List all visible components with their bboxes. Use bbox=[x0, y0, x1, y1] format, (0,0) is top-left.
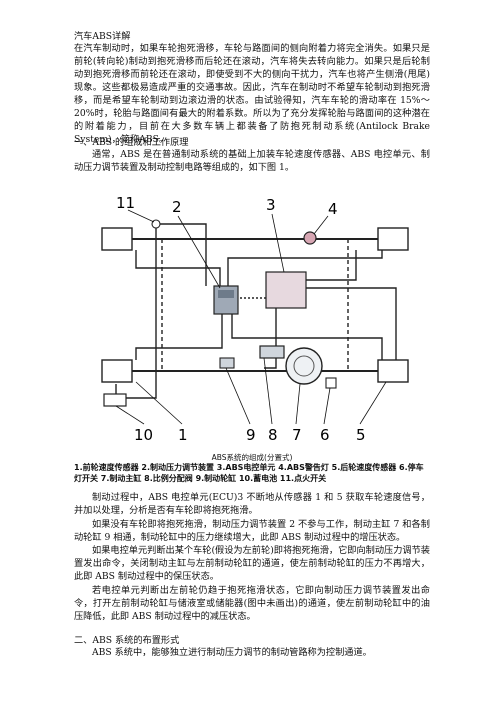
section2-heading: 二、ABS 系统的布置形式 bbox=[74, 635, 180, 646]
callout-2: 2 bbox=[172, 198, 182, 216]
callout-leader-9 bbox=[225, 367, 251, 425]
callout-1: 1 bbox=[178, 426, 188, 444]
section2-paragraph: ABS 系统中，能够独立进行制动压力调节的制动管路称为控制通道。 bbox=[92, 647, 372, 658]
callout-6: 6 bbox=[320, 426, 330, 444]
battery bbox=[103, 393, 127, 407]
brake-booster bbox=[285, 347, 323, 385]
callout-4: 4 bbox=[328, 200, 338, 218]
callout-leader-5 bbox=[359, 381, 387, 425]
ecu-unit bbox=[265, 271, 307, 309]
master-cylinder bbox=[259, 345, 285, 359]
callout-7: 7 bbox=[292, 426, 302, 444]
callout-leader-4 bbox=[313, 215, 329, 235]
callout-leader-6 bbox=[323, 387, 331, 425]
section1-paragraph: 通常，ABS 是在普通制动系统的基础上加装车轮速度传感器、ABS 电控单元、制动… bbox=[74, 149, 430, 173]
brake-light-switch bbox=[325, 377, 337, 389]
callout-leader-11 bbox=[127, 209, 155, 223]
rear-right-wheel bbox=[377, 359, 409, 383]
callout-9: 9 bbox=[246, 426, 256, 444]
front-right-wheel bbox=[377, 227, 409, 251]
callout-5: 5 bbox=[356, 426, 366, 444]
figure-legend: 1.前轮速度传感器 2.制动压力调节装置 3.ABS电控单元 4.ABS警告灯 … bbox=[74, 463, 424, 483]
callout-leader-7 bbox=[295, 383, 301, 425]
callout-leader-1 bbox=[135, 381, 183, 425]
figure-caption-title: ABS系统的组成(分置式) bbox=[211, 453, 293, 462]
callout-leader-8 bbox=[263, 357, 273, 425]
intro-paragraph: 在汽车制动时，如果车轮抱死滑移，车轮与路面间的侧向附着力将完全消失。如果只是前轮… bbox=[74, 43, 430, 145]
callout-leader-2 bbox=[177, 215, 221, 289]
front-left-wheel bbox=[101, 227, 133, 251]
callout-3: 3 bbox=[266, 196, 276, 214]
process-paragraph-4: 若电控单元判断出左前轮仍趋于抱死拖滑状态，它即向制动压力调节装置发出命令，打开左… bbox=[74, 585, 430, 622]
callout-10: 10 bbox=[134, 426, 153, 444]
callout-11: 11 bbox=[116, 194, 135, 212]
process-paragraph-3: 如果电控单元判断出某个车轮(假设为左前轮)即将抱死拖滑，它即向制动压力调节装置发… bbox=[74, 545, 430, 582]
callout-leader-10 bbox=[115, 405, 145, 425]
abs-system-diagram: 11 2 3 4 10 1 9 8 7 6 5 bbox=[101, 194, 409, 444]
document-title: 汽车ABS详解 bbox=[74, 31, 131, 42]
proportioning-valve bbox=[219, 357, 235, 369]
section1-heading: 一、ABS 的组成和工作原理 bbox=[74, 137, 189, 148]
callout-8: 8 bbox=[268, 426, 278, 444]
process-paragraph-1: 制动过程中，ABS 电控单元(ECU)3 不断地从传感器 1 和 5 获取车轮速… bbox=[74, 492, 430, 516]
abs-warning-lamp bbox=[303, 231, 317, 245]
callout-leader-3 bbox=[271, 213, 285, 273]
rear-left-wheel bbox=[101, 359, 133, 383]
process-paragraph-2: 如果没有车轮即将抱死拖滑，制动压力调节装置 2 不参与工作，制动主缸 7 和各制… bbox=[74, 519, 430, 543]
